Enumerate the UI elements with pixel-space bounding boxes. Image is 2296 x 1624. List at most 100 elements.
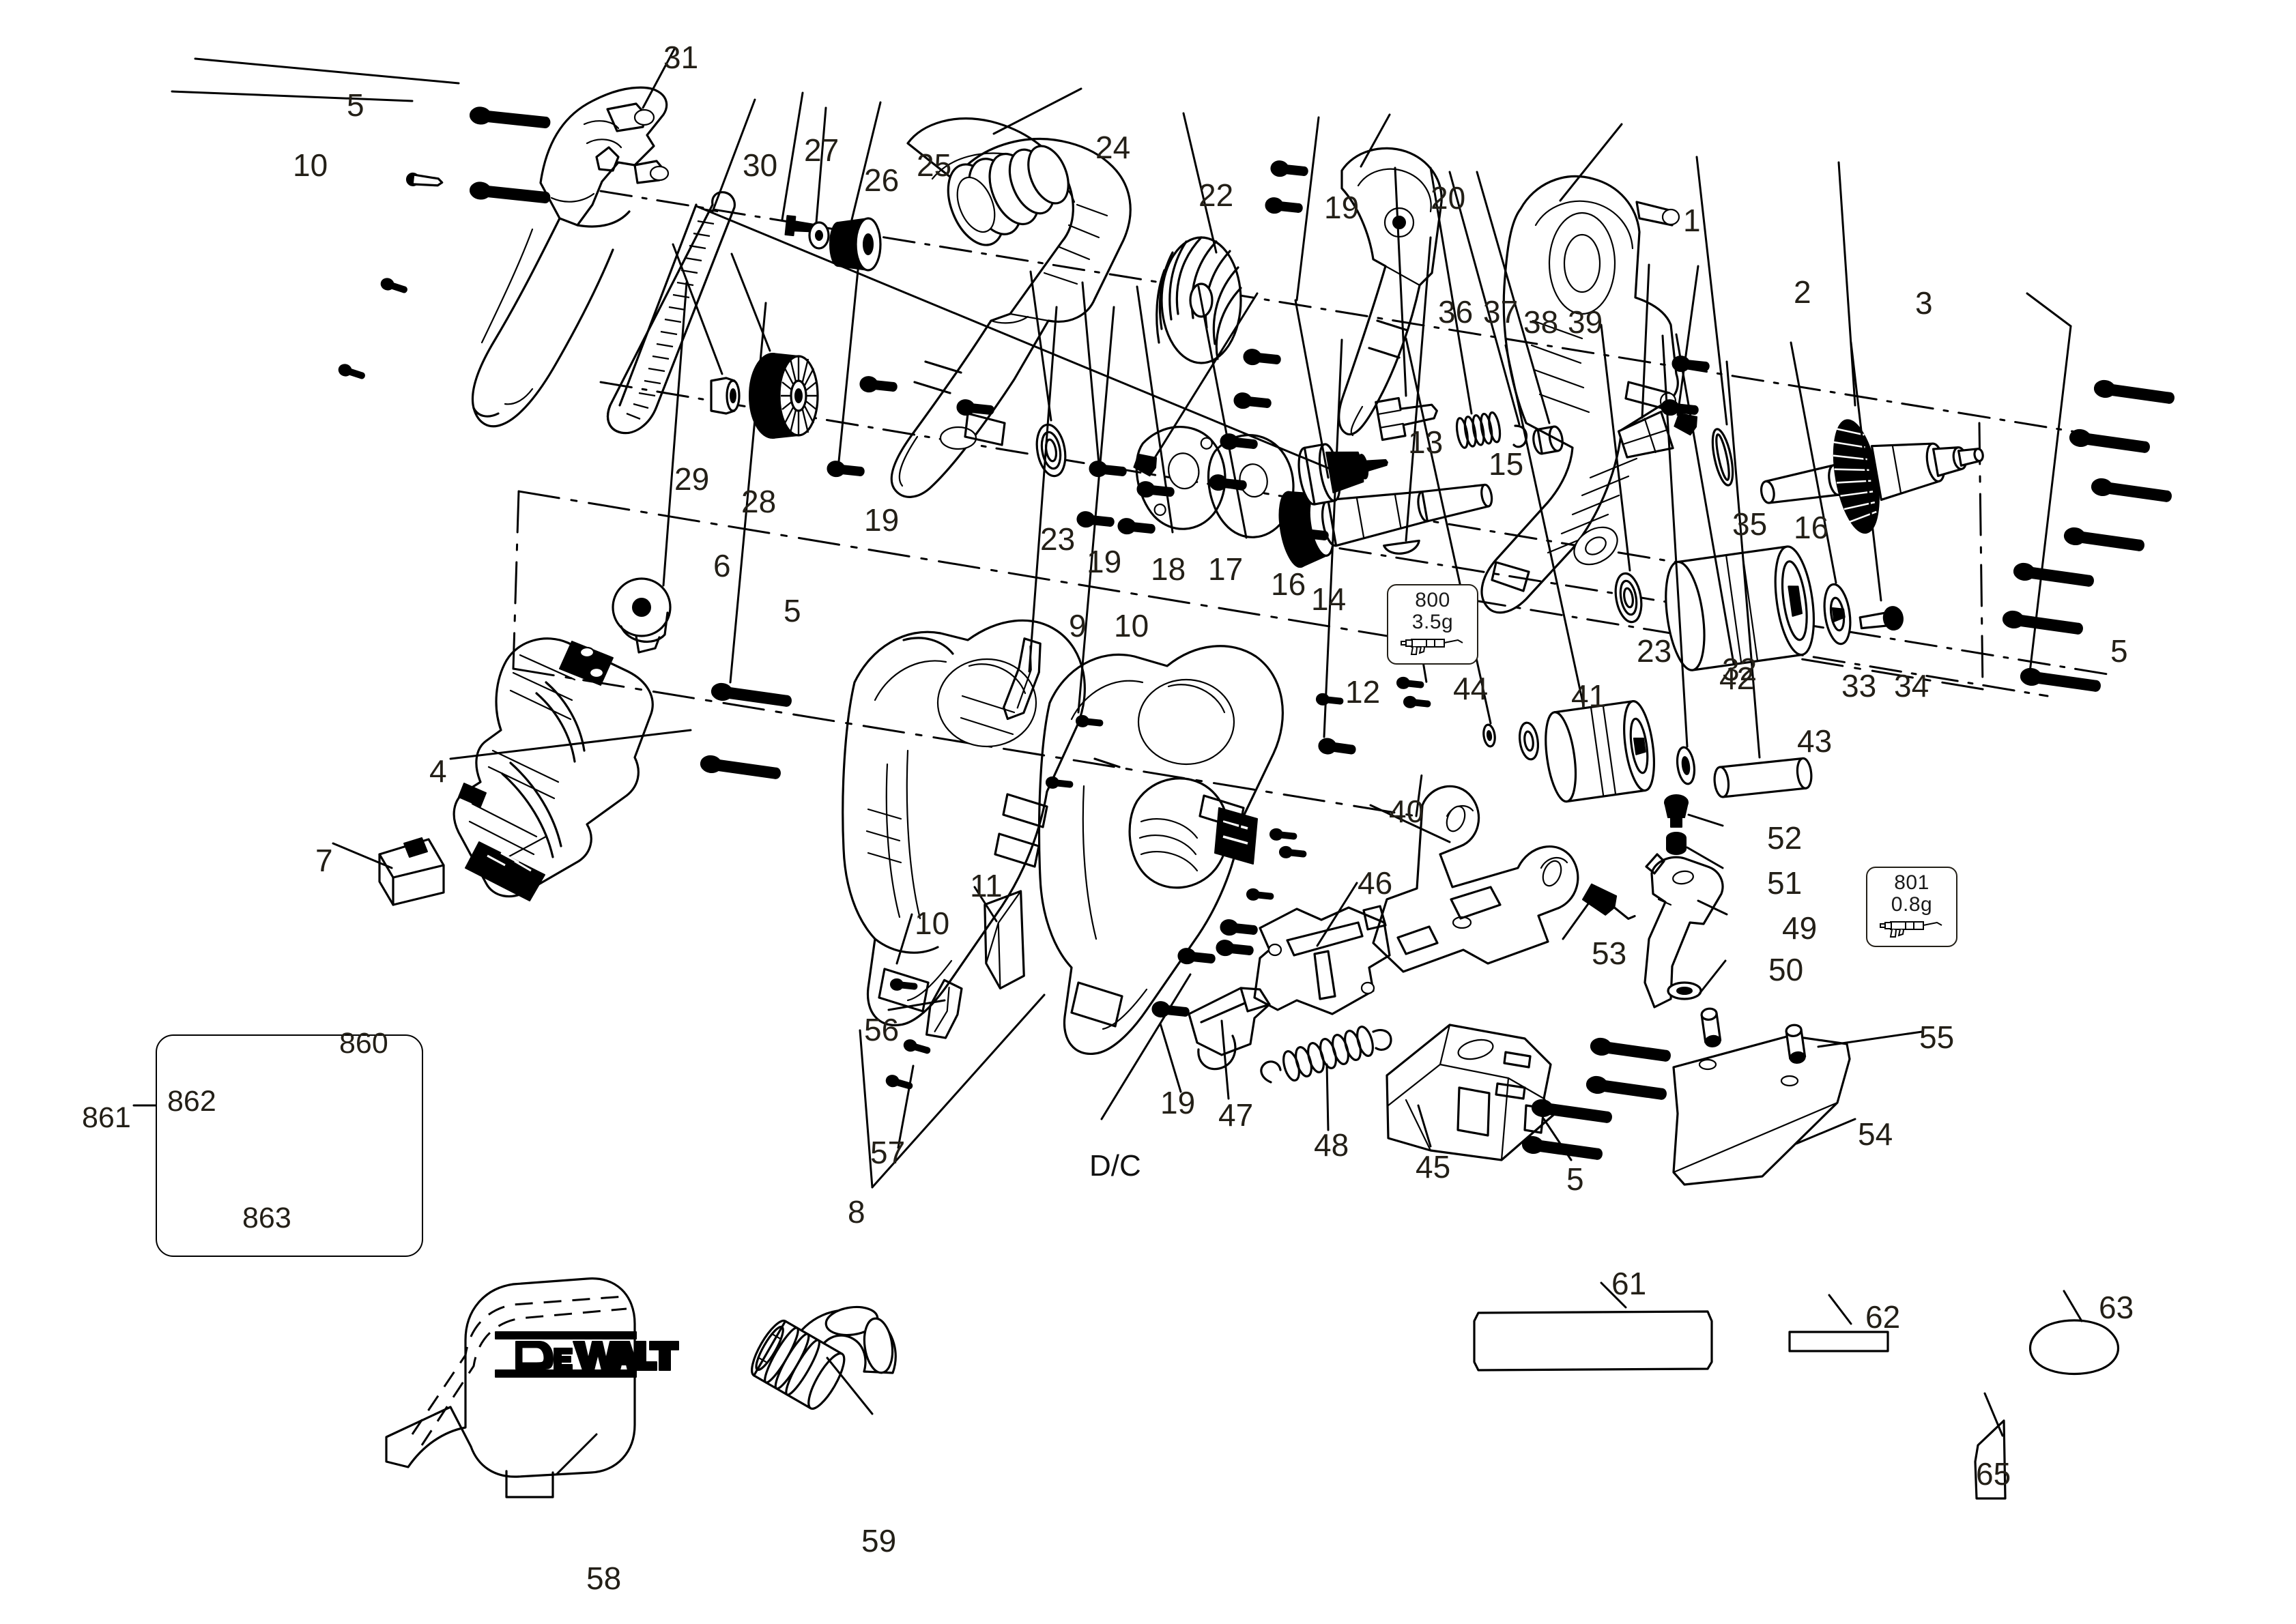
part-callout-19: 19 xyxy=(1087,544,1122,579)
part-callout-49: 49 xyxy=(1782,910,1818,946)
part-callout-47: 47 xyxy=(1218,1097,1254,1133)
part-callout-42: 42 xyxy=(1719,661,1755,696)
part-callout-5: 5 xyxy=(1566,1161,1584,1197)
part-callout-19: 19 xyxy=(1160,1085,1196,1120)
part-callout-32: 32 xyxy=(1722,652,1757,687)
part-callout-30: 30 xyxy=(743,147,778,183)
part-callout-43: 43 xyxy=(1797,723,1833,759)
part-55-pin-b xyxy=(1785,1024,1807,1064)
part-6-knob xyxy=(612,577,672,654)
date-code-label: D/C xyxy=(1089,1149,1141,1183)
part-callout-5: 5 xyxy=(2110,633,2128,669)
part-callout-1: 1 xyxy=(1683,203,1701,238)
part-callout-56: 56 xyxy=(864,1012,900,1047)
part-callout-39: 39 xyxy=(1568,304,1603,340)
part-callout-16: 16 xyxy=(1794,510,1829,545)
part-41-roller xyxy=(1545,700,1655,803)
part-62-strip xyxy=(1788,1331,1889,1352)
grease-800-weight: 3.5g xyxy=(1411,611,1454,634)
part-callout-861: 861 xyxy=(82,1101,131,1134)
part-callout-51: 51 xyxy=(1767,865,1803,901)
part-26-washer xyxy=(808,221,830,250)
part-bearing-roller xyxy=(1518,721,1540,761)
part-44-washer xyxy=(1482,723,1496,748)
part-46-plate xyxy=(1253,905,1391,1015)
part-callout-41: 41 xyxy=(1571,678,1607,714)
part-callout-36: 36 xyxy=(1438,294,1474,330)
part-callout-12: 12 xyxy=(1345,674,1381,710)
part-callout-862: 862 xyxy=(167,1085,216,1118)
part-53-spring-pin xyxy=(1581,883,1636,920)
part-callout-10: 10 xyxy=(915,905,950,941)
part-callout-23: 23 xyxy=(1040,521,1076,557)
part-59-elbow xyxy=(751,1305,897,1410)
part-16-key-a xyxy=(1133,453,1158,477)
part-callout-34: 34 xyxy=(1894,668,1929,704)
kit-group-861-box xyxy=(156,1034,423,1257)
part-callout-16: 16 xyxy=(1271,566,1306,602)
part-callout-13: 13 xyxy=(1408,424,1444,460)
part-callout-19: 19 xyxy=(1324,190,1360,225)
part-28-driven-pulley xyxy=(749,353,819,439)
part-24-gear-case-left xyxy=(890,117,1132,498)
part-54-shoe xyxy=(1672,1034,1851,1186)
part-callout-10: 10 xyxy=(1114,608,1149,643)
part-49-lever-arm xyxy=(1644,853,1724,1009)
part-callout-22: 22 xyxy=(1199,177,1234,213)
part-callout-62: 62 xyxy=(1865,1299,1901,1335)
part-50-washer xyxy=(1667,981,1702,1000)
part-23-bearing-a xyxy=(1035,423,1067,478)
part-callout-57: 57 xyxy=(870,1135,906,1170)
part-callout-11: 11 xyxy=(970,868,1003,903)
part-callout-17: 17 xyxy=(1208,551,1244,587)
part-callout-55: 55 xyxy=(1919,1019,1955,1055)
part-callout-26: 26 xyxy=(864,162,900,198)
part-callout-23: 23 xyxy=(1637,633,1672,669)
part-58-dust-bag xyxy=(385,1277,679,1498)
part-55-pin-a xyxy=(1700,1007,1722,1047)
part-callout-3: 3 xyxy=(1915,285,1933,321)
part-56-clip xyxy=(925,978,963,1039)
part-callout-10: 10 xyxy=(293,147,328,183)
part-callout-5: 5 xyxy=(347,87,364,123)
part-30-drive-belt xyxy=(606,191,736,435)
part-callout-8: 8 xyxy=(848,1194,865,1230)
grease-801-weight: 0.8g xyxy=(1891,893,1933,916)
part-4-switch-module xyxy=(453,637,654,901)
grease-note-801: 801 0.8g xyxy=(1866,867,1957,948)
part-callout-18: 18 xyxy=(1151,551,1186,587)
part-callout-19: 19 xyxy=(864,502,900,538)
part-15-woodruff-key xyxy=(1383,539,1420,555)
part-callout-53: 53 xyxy=(1592,936,1627,971)
part-52-bolt xyxy=(1664,794,1689,828)
part-callout-5: 5 xyxy=(784,593,801,628)
part-31-handle-housing xyxy=(471,86,670,428)
part-37-spring xyxy=(1455,411,1502,449)
brand-logo-plate xyxy=(495,1331,679,1378)
fasteners xyxy=(336,105,2176,1164)
part-25-pulley xyxy=(829,217,882,272)
part-29-nut xyxy=(710,377,741,415)
part-40-bracket xyxy=(1372,785,1579,973)
part-12-screw xyxy=(1317,736,1358,759)
part-45-receiver xyxy=(1386,1024,1555,1161)
part-7-terminal-cover xyxy=(378,837,445,906)
part-callout-2: 2 xyxy=(1794,274,1811,310)
grease-801-part-number: 801 xyxy=(1894,871,1929,894)
part-callout-29: 29 xyxy=(674,461,710,497)
part-callout-59: 59 xyxy=(861,1523,897,1558)
part-callout-61: 61 xyxy=(1611,1266,1647,1301)
part-callout-65: 65 xyxy=(1976,1456,2011,1492)
part-callout-863: 863 xyxy=(242,1202,291,1234)
part-callout-4: 4 xyxy=(429,753,447,789)
part-callout-15: 15 xyxy=(1489,446,1524,482)
part-callout-52: 52 xyxy=(1767,820,1803,856)
part-callout-9: 9 xyxy=(1069,608,1087,643)
part-48-spring xyxy=(1260,1026,1392,1084)
part-63-pad xyxy=(2029,1319,2119,1375)
part-65-wedge xyxy=(1974,1419,2007,1500)
part-callout-48: 48 xyxy=(1314,1127,1349,1163)
part-callout-40: 40 xyxy=(1389,794,1424,829)
part-callout-58: 58 xyxy=(586,1561,622,1596)
